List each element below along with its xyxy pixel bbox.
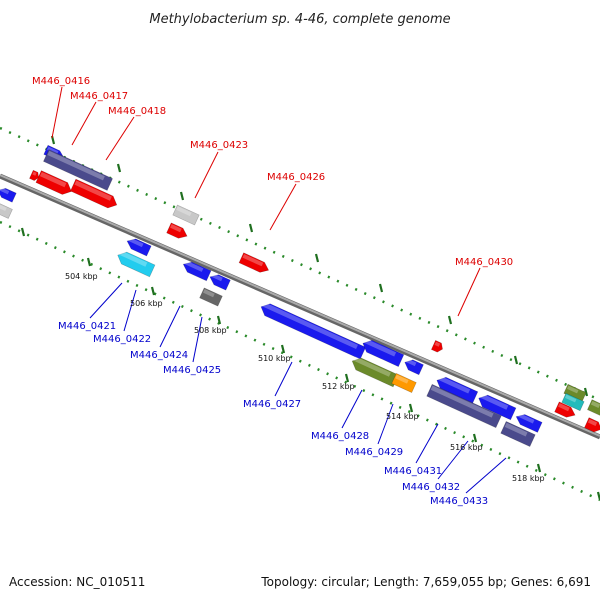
gene-label-forward: M446_0418	[108, 106, 166, 117]
leader-line	[437, 440, 469, 480]
gene-arrow	[172, 204, 200, 226]
leader-line	[89, 282, 123, 319]
gene-arrow	[500, 421, 536, 447]
gene-arrow	[430, 339, 443, 353]
leader-line	[377, 403, 394, 445]
scale-label: 504 kbp	[65, 272, 98, 281]
leader-line	[269, 183, 297, 231]
inner-dotted-track	[0, 220, 600, 502]
scale-label: 510 kbp	[258, 354, 291, 363]
gene-arrow	[70, 178, 118, 209]
gene-label-forward: M446_0430	[455, 257, 513, 268]
scale-label: 512 kbp	[322, 382, 355, 391]
gene-label-reverse: M446_0421	[58, 321, 116, 332]
gene-arrow	[0, 187, 17, 203]
gene-label-forward: M446_0423	[190, 140, 248, 151]
gene-arrow	[478, 393, 517, 421]
scale-label: 514 kbp	[386, 412, 419, 421]
gene-label-reverse: M446_0428	[311, 431, 369, 442]
gene-arrow	[117, 250, 156, 278]
leader-line	[457, 267, 481, 317]
scale-labels: 504 kbp 506 kbp 508 kbp 510 kbp 512 kbp …	[65, 272, 545, 483]
gene-arrow	[351, 356, 399, 388]
gene-arrow	[166, 222, 188, 239]
gene-label-forward: M446_0426	[267, 172, 325, 183]
gene-arrow	[587, 399, 600, 417]
leader-line	[341, 389, 363, 429]
gene-arrow	[561, 392, 585, 412]
gene-arrow	[199, 287, 223, 307]
gene-label-forward: M446_0417	[70, 91, 128, 102]
leader-line	[274, 361, 293, 397]
gene-label-reverse: M446_0424	[130, 350, 188, 361]
gene-arrow	[554, 401, 576, 418]
leader-line	[192, 316, 203, 363]
gene-features	[0, 144, 600, 447]
gene-label-reverse: M446_0427	[243, 399, 301, 410]
gene-arrow	[182, 260, 212, 282]
gene-arrow	[426, 383, 502, 429]
leader-line	[105, 116, 135, 161]
gene-arrow	[209, 273, 231, 291]
gene-label-forward: M446_0416	[32, 76, 90, 87]
label-leader-lines	[51, 86, 507, 494]
scale-ticks	[20, 135, 600, 501]
leader-line	[465, 457, 507, 494]
gene-label-reverse: M446_0429	[345, 447, 403, 458]
gene-arrow	[404, 358, 424, 376]
scale-label: 518 kbp	[512, 474, 545, 483]
gene-arrow	[436, 375, 479, 405]
genome-backbone	[0, 173, 600, 440]
gene-arrow	[584, 417, 600, 433]
gene-arrow	[362, 338, 405, 368]
gene-label-reverse: M446_0422	[93, 334, 151, 345]
gene-arrow	[391, 373, 417, 393]
gene-arrow	[126, 237, 152, 257]
reverse-gene-labels: M446_0421 M446_0422 M446_0424 M446_0425 …	[58, 321, 488, 507]
gene-arrow	[43, 149, 113, 191]
gene-label-reverse: M446_0432	[402, 482, 460, 493]
map-title: Methylobacterium sp. 4-46, complete geno…	[149, 12, 450, 27]
leader-line	[159, 305, 181, 348]
gene-label-reverse: M446_0425	[163, 365, 221, 376]
accession-text: Accession: NC_010511	[9, 575, 145, 589]
gene-arrow	[35, 170, 72, 195]
leader-line	[415, 423, 439, 464]
gene-arrow	[238, 252, 270, 273]
forward-gene-labels: M446_0416 M446_0417 M446_0418 M446_0423 …	[32, 76, 513, 268]
gene-label-reverse: M446_0431	[384, 466, 442, 477]
leader-line	[51, 86, 63, 139]
scale-label: 516 kbp	[450, 443, 483, 452]
leader-line	[71, 101, 97, 146]
gene-arrow	[515, 412, 543, 433]
gene-label-reverse: M446_0433	[430, 496, 488, 507]
scale-label: 508 kbp	[194, 326, 227, 335]
scale-label: 506 kbp	[130, 299, 163, 308]
leader-line	[194, 151, 219, 199]
gene-arrow	[260, 302, 367, 360]
gene-arrow	[0, 203, 13, 219]
genome-summary-text: Topology: circular; Length: 7,659,055 bp…	[260, 575, 591, 589]
gene-arrow	[29, 169, 39, 181]
leader-line	[123, 289, 137, 332]
